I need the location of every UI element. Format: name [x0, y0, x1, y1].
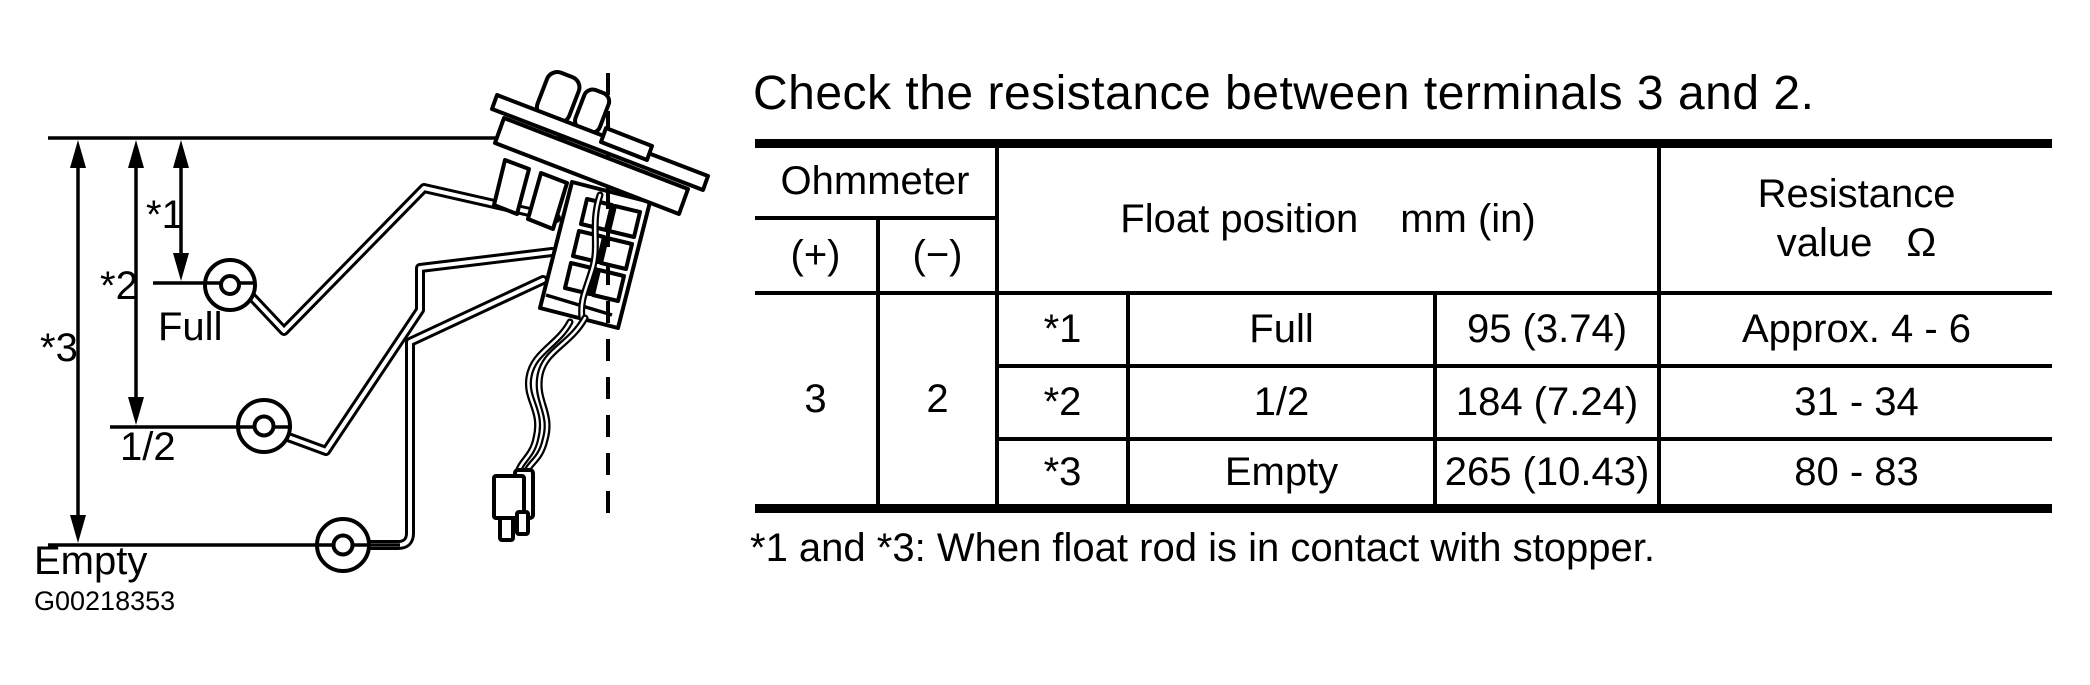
float-position-label: Float position [1120, 196, 1359, 241]
float-position-unit: mm (in) [1400, 196, 1536, 241]
float-full-hub [219, 274, 241, 296]
instruction-text: Check the resistance between terminals 3… [753, 67, 1815, 120]
row1-position-cell: Full [1126, 290, 1437, 368]
dim-label-2: *2 [100, 264, 138, 308]
wiring-pigtail [513, 191, 604, 482]
float-position-header-cell: Float position mm (in) [994, 141, 1662, 295]
resistance-table: Ohmmeter Float position mm (in) Resistanc… [753, 139, 2055, 513]
table-footnote: *1 and *3: When float rod is in contact … [750, 526, 1655, 570]
float-label-full: Full [158, 305, 222, 349]
fuel-sender-diagram: *1 *2 *3 Full 1/2 Empty G00218353 [34, 70, 710, 616]
dimension-arrow-3 [70, 140, 86, 543]
row1-resistance-cell: Approx. 4 - 6 [1657, 290, 2055, 368]
dimension-arrow-1 [173, 140, 189, 281]
row2-position-cell: 1/2 [1126, 363, 1437, 441]
dim-label-3: *3 [40, 326, 78, 370]
float-half-hub [252, 414, 276, 438]
row2-ref-cell: *2 [995, 363, 1130, 441]
ohmmeter-minus-header: (−) [876, 215, 999, 295]
row1-mm-cell: 95 (3.74) [1432, 290, 1662, 368]
float-label-half: 1/2 [120, 425, 176, 469]
resistance-unit-symbol: Ω [1906, 221, 1937, 266]
row2-mm-cell: 184 (7.24) [1432, 363, 1662, 441]
terminal-blades [492, 158, 569, 231]
figure-number: G00218353 [34, 586, 175, 616]
dimension-arrow-2 [128, 140, 144, 425]
row3-ref-cell: *3 [995, 436, 1130, 511]
resistance-label-line1: Resistance [1757, 172, 1956, 217]
resistance-header-cell: Resistance value Ω [1657, 141, 2055, 295]
float-label-empty: Empty [34, 539, 147, 583]
row3-position-cell: Empty [1126, 436, 1437, 511]
dim-label-1: *1 [146, 193, 184, 237]
wire-connector [492, 468, 535, 542]
table-row: 3 2 *1 Full 95 (3.74) Approx. 4 - 6 [753, 290, 2055, 511]
ohmmeter-header-cell: Ohmmeter [753, 141, 999, 220]
float-arm-full [247, 183, 561, 336]
row3-mm-cell: 265 (10.43) [1432, 436, 1662, 511]
float-arm-half [283, 247, 557, 456]
ohmmeter-plus-header: (+) [753, 215, 880, 295]
row3-resistance-cell: 80 - 83 [1657, 436, 2055, 511]
terminal-plus-cell: 3 [753, 290, 880, 511]
table-row: *2 1/2 184 (7.24) 31 - 34 [755, 363, 2055, 441]
resistance-table-wrap: Ohmmeter Float position mm (in) Resistanc… [753, 139, 2055, 513]
float-empty-hub [331, 533, 355, 557]
terminal-minus-cell: 2 [876, 290, 999, 511]
row2-resistance-cell: 31 - 34 [1657, 363, 2055, 441]
table-row: *3 Empty 265 (10.43) 80 - 83 [755, 436, 2055, 511]
row1-ref-cell: *1 [995, 290, 1130, 368]
mounting-flange [490, 70, 710, 216]
resistance-label-line2: value [1776, 221, 1873, 266]
